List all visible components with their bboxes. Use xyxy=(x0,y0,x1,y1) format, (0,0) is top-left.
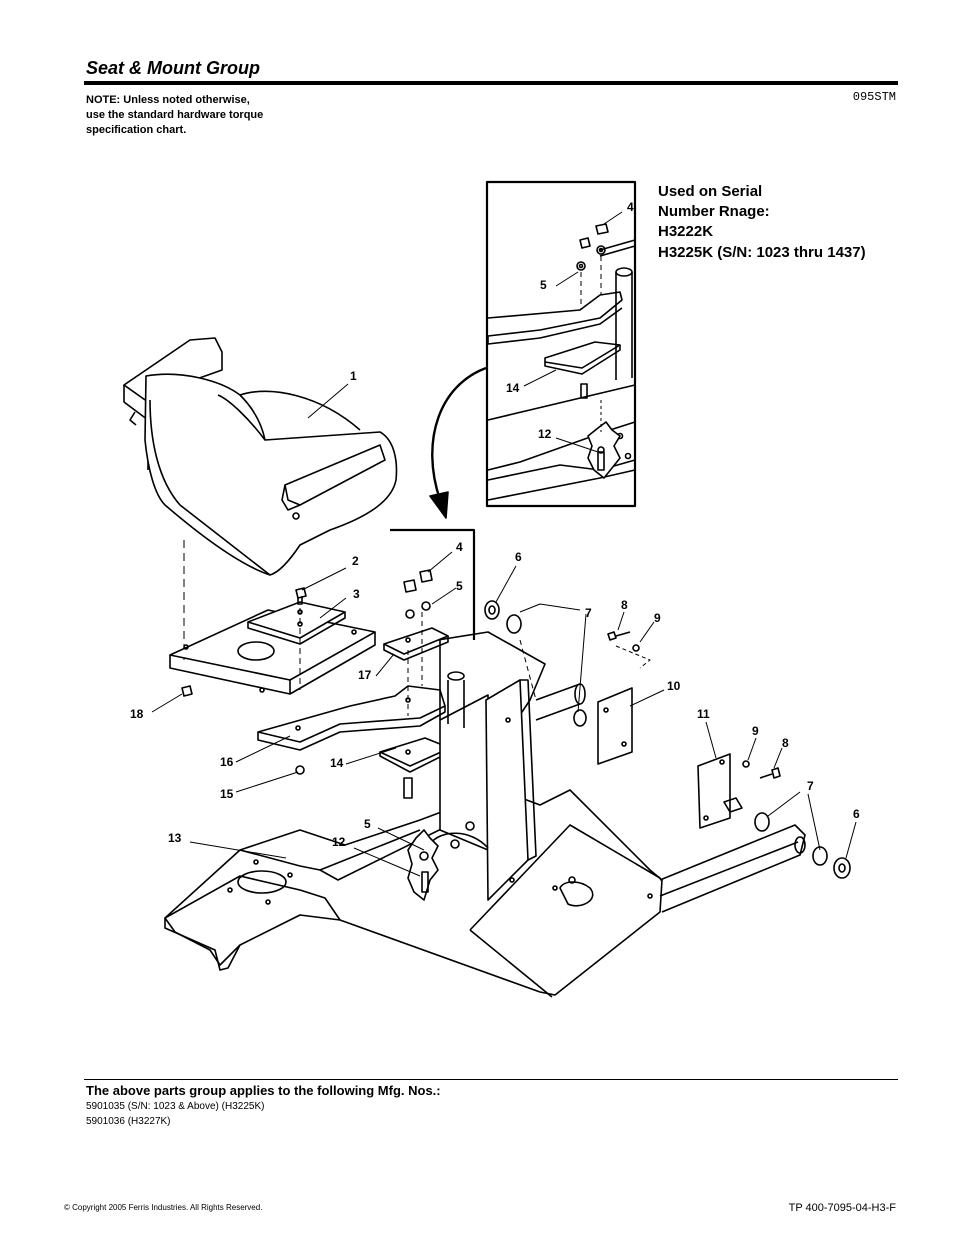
inset-note-line: H3225K (S/N: 1023 thru 1437) xyxy=(658,244,866,261)
header-rule xyxy=(84,81,898,85)
callout-9: 9 xyxy=(654,611,661,625)
spacer-hardware xyxy=(484,600,851,879)
callout-12: 12 xyxy=(332,835,346,849)
callout-10: 10 xyxy=(667,679,681,693)
callout-2: 2 xyxy=(352,554,359,568)
callout-7-right: 7 xyxy=(807,779,814,793)
callouts: 1 2 3 4 5 6 7 8 9 10 11 9 8 7 6 5 12 13 … xyxy=(130,369,860,849)
callout-1: 1 xyxy=(350,369,357,383)
callout-13: 13 xyxy=(168,831,182,845)
figure-code: 095STM xyxy=(852,90,896,104)
star-bracket xyxy=(407,829,439,901)
callout-16: 16 xyxy=(220,755,234,769)
applies-label: The above parts group applies to the fol… xyxy=(86,1083,441,1098)
callout-inset-12: 12 xyxy=(538,427,552,441)
callout-inset-4: 4 xyxy=(627,200,634,214)
callout-9-right: 9 xyxy=(752,724,759,738)
callout-inset-5: 5 xyxy=(540,278,547,292)
callout-11: 11 xyxy=(697,707,710,721)
torque-note: NOTE: Unless noted otherwise, use the st… xyxy=(86,93,316,138)
callout-14: 14 xyxy=(330,756,344,770)
note-line: use the standard hardware torque xyxy=(86,109,264,121)
note-line: specification chart. xyxy=(86,124,187,136)
inset-serial-note: Used on Serial Number Rnage: H3222K H322… xyxy=(658,183,866,261)
document-number: TP 400-7095-04-H3-F xyxy=(788,1202,896,1214)
callout-6-right: 6 xyxy=(853,807,860,821)
inset-arrow xyxy=(431,366,487,501)
mount-plate-17 xyxy=(383,612,449,716)
callout-5-lower: 5 xyxy=(364,817,371,831)
callout-17: 17 xyxy=(358,668,372,682)
footer-rule xyxy=(84,1079,898,1080)
seat-tower xyxy=(429,631,586,901)
callout-18: 18 xyxy=(130,707,144,721)
inset-note-line: H3222K xyxy=(658,223,713,240)
callout-3: 3 xyxy=(353,587,360,601)
inset-note-line: Number Rnage: xyxy=(658,203,770,220)
note-line: NOTE: Unless noted otherwise, xyxy=(86,94,250,106)
leader-lines xyxy=(151,551,857,877)
inset-note-line: Used on Serial xyxy=(658,183,762,200)
seat xyxy=(123,337,398,576)
inset-detail: 4 5 14 12 xyxy=(485,180,637,508)
mfg-number: 5901035 (S/N: 1023 & Above) (H3225K) xyxy=(86,1101,265,1112)
callout-8-right: 8 xyxy=(782,736,789,750)
callout-8: 8 xyxy=(621,598,628,612)
copyright: © Copyright 2005 Ferris Industries. All … xyxy=(64,1203,263,1212)
callout-6: 6 xyxy=(515,550,522,564)
callout-5: 5 xyxy=(456,579,463,593)
callout-7: 7 xyxy=(585,606,592,620)
seat-arm-plate xyxy=(257,685,446,775)
callout-inset-14: 14 xyxy=(506,381,520,395)
callout-4: 4 xyxy=(456,540,463,554)
page-title: Seat & Mount Group xyxy=(86,58,260,78)
mfg-number: 5901036 (H3227K) xyxy=(86,1116,171,1127)
exploded-parts-diagram: 4 5 14 12 Used on Serial Number Rnage: H… xyxy=(123,180,866,998)
callout-15: 15 xyxy=(220,787,234,801)
seat-base-plate xyxy=(169,587,376,697)
